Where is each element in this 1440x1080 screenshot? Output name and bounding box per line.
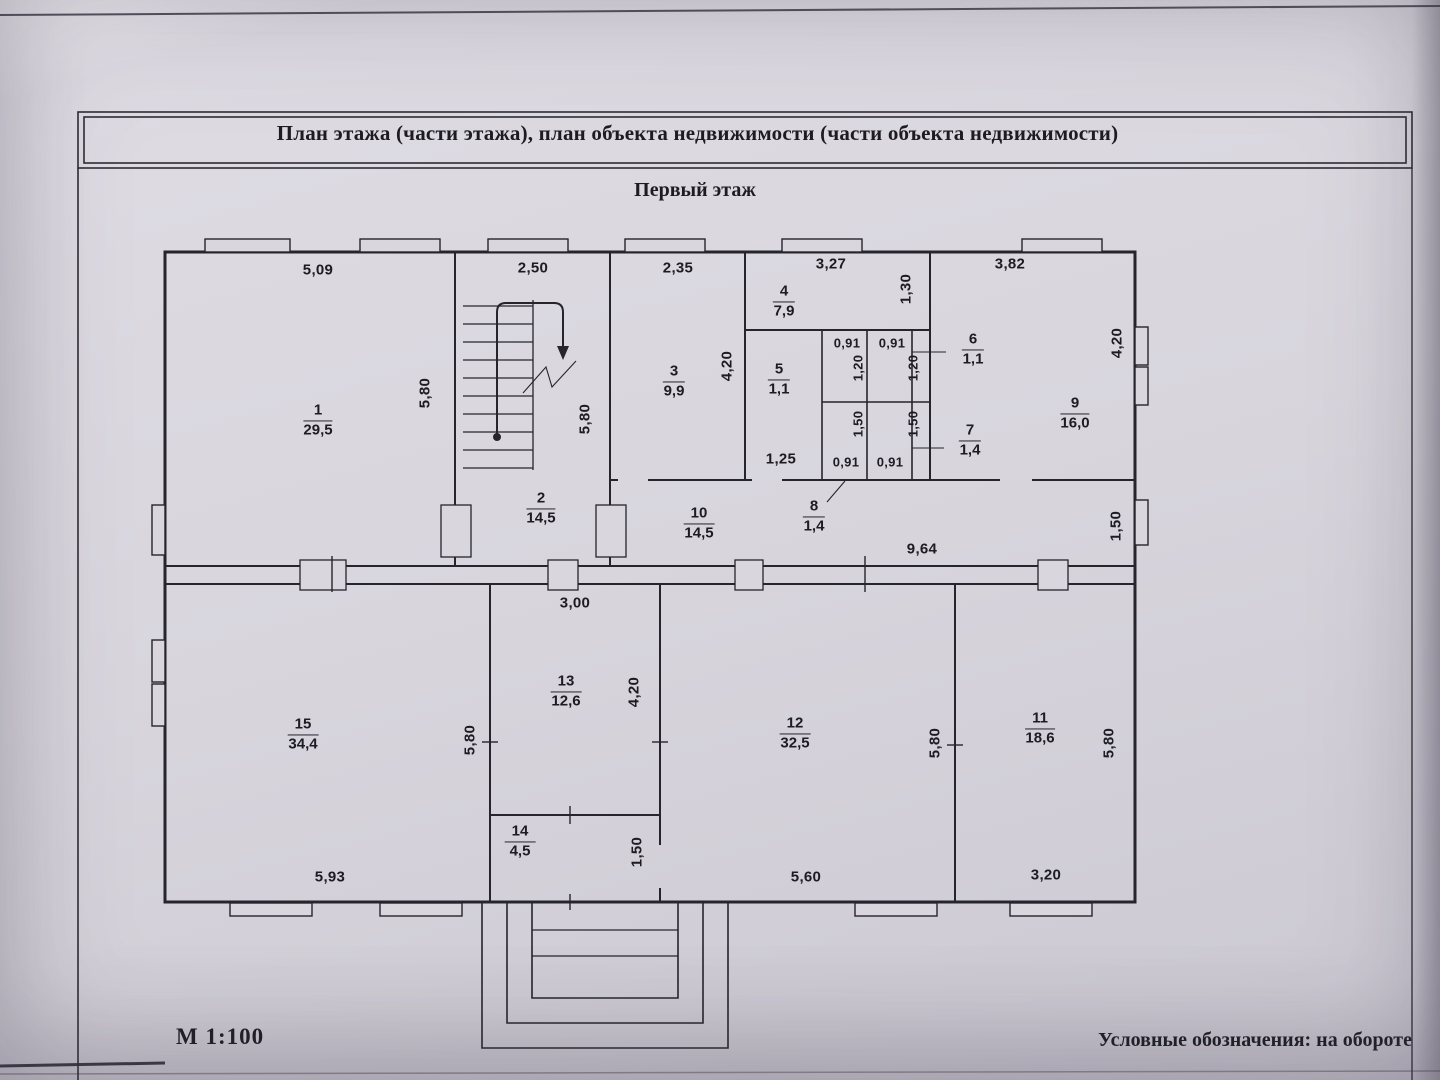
dim-label: 2,35 bbox=[662, 259, 694, 277]
document-title: План этажа (части этажа), план объекта н… bbox=[276, 121, 1119, 145]
dim-label: 9,64 bbox=[906, 540, 938, 558]
dim-label: 0,91 bbox=[832, 454, 860, 470]
dim-label: 5,80 bbox=[576, 403, 594, 435]
dim-label: 0,91 bbox=[833, 335, 861, 351]
map-scale: М 1:100 bbox=[176, 1024, 265, 1049]
dim-label: 5,80 bbox=[926, 727, 944, 759]
dim-label: 5,80 bbox=[416, 377, 434, 409]
document-frame bbox=[77, 111, 1413, 1080]
dim-label: 5,60 bbox=[790, 868, 822, 886]
walls-closets bbox=[821, 330, 930, 480]
page-edge-shadow bbox=[1412, 0, 1440, 1080]
dim-label: 1,25 bbox=[765, 450, 797, 468]
staircase bbox=[463, 300, 577, 470]
dimension-ticks bbox=[331, 556, 963, 910]
dim-label: 5,80 bbox=[1100, 727, 1118, 759]
door-symbols bbox=[299, 504, 1069, 591]
legend-note: Условные обозначения: на обороте bbox=[1098, 1029, 1412, 1051]
floor-subtitle: Первый этаж bbox=[634, 179, 756, 201]
leader-lines bbox=[826, 351, 946, 503]
dim-label: 1,30 bbox=[897, 273, 915, 305]
dim-label: 0,91 bbox=[878, 335, 906, 351]
dim-label: 0,91 bbox=[876, 454, 904, 470]
dim-label: 1,20 bbox=[850, 354, 866, 382]
dim-label: 5,09 bbox=[302, 261, 334, 279]
dim-label: 4,20 bbox=[718, 350, 736, 382]
dim-label: 4,20 bbox=[625, 676, 643, 708]
porch-steps bbox=[481, 903, 729, 1049]
dim-label: 4,20 bbox=[1108, 327, 1126, 359]
dim-label: 1,50 bbox=[628, 836, 646, 868]
dim-label: 1,50 bbox=[850, 410, 866, 438]
dim-label: 2,50 bbox=[517, 259, 549, 277]
dim-label: 3,20 bbox=[1030, 866, 1062, 884]
dim-label: 3,27 bbox=[815, 255, 847, 273]
dim-label: 1,20 bbox=[905, 354, 921, 382]
window-symbols bbox=[151, 238, 1149, 917]
dim-label: 5,80 bbox=[461, 724, 479, 756]
dim-label: 1,50 bbox=[1107, 510, 1125, 542]
dim-label: 5,93 bbox=[314, 868, 346, 886]
dim-label: 3,82 bbox=[994, 255, 1026, 273]
page-edge-lines bbox=[0, 5, 1440, 1075]
dim-label: 1,50 bbox=[905, 410, 921, 438]
dim-label: 3,00 bbox=[559, 594, 591, 612]
stair-direction-arrow bbox=[557, 346, 569, 360]
